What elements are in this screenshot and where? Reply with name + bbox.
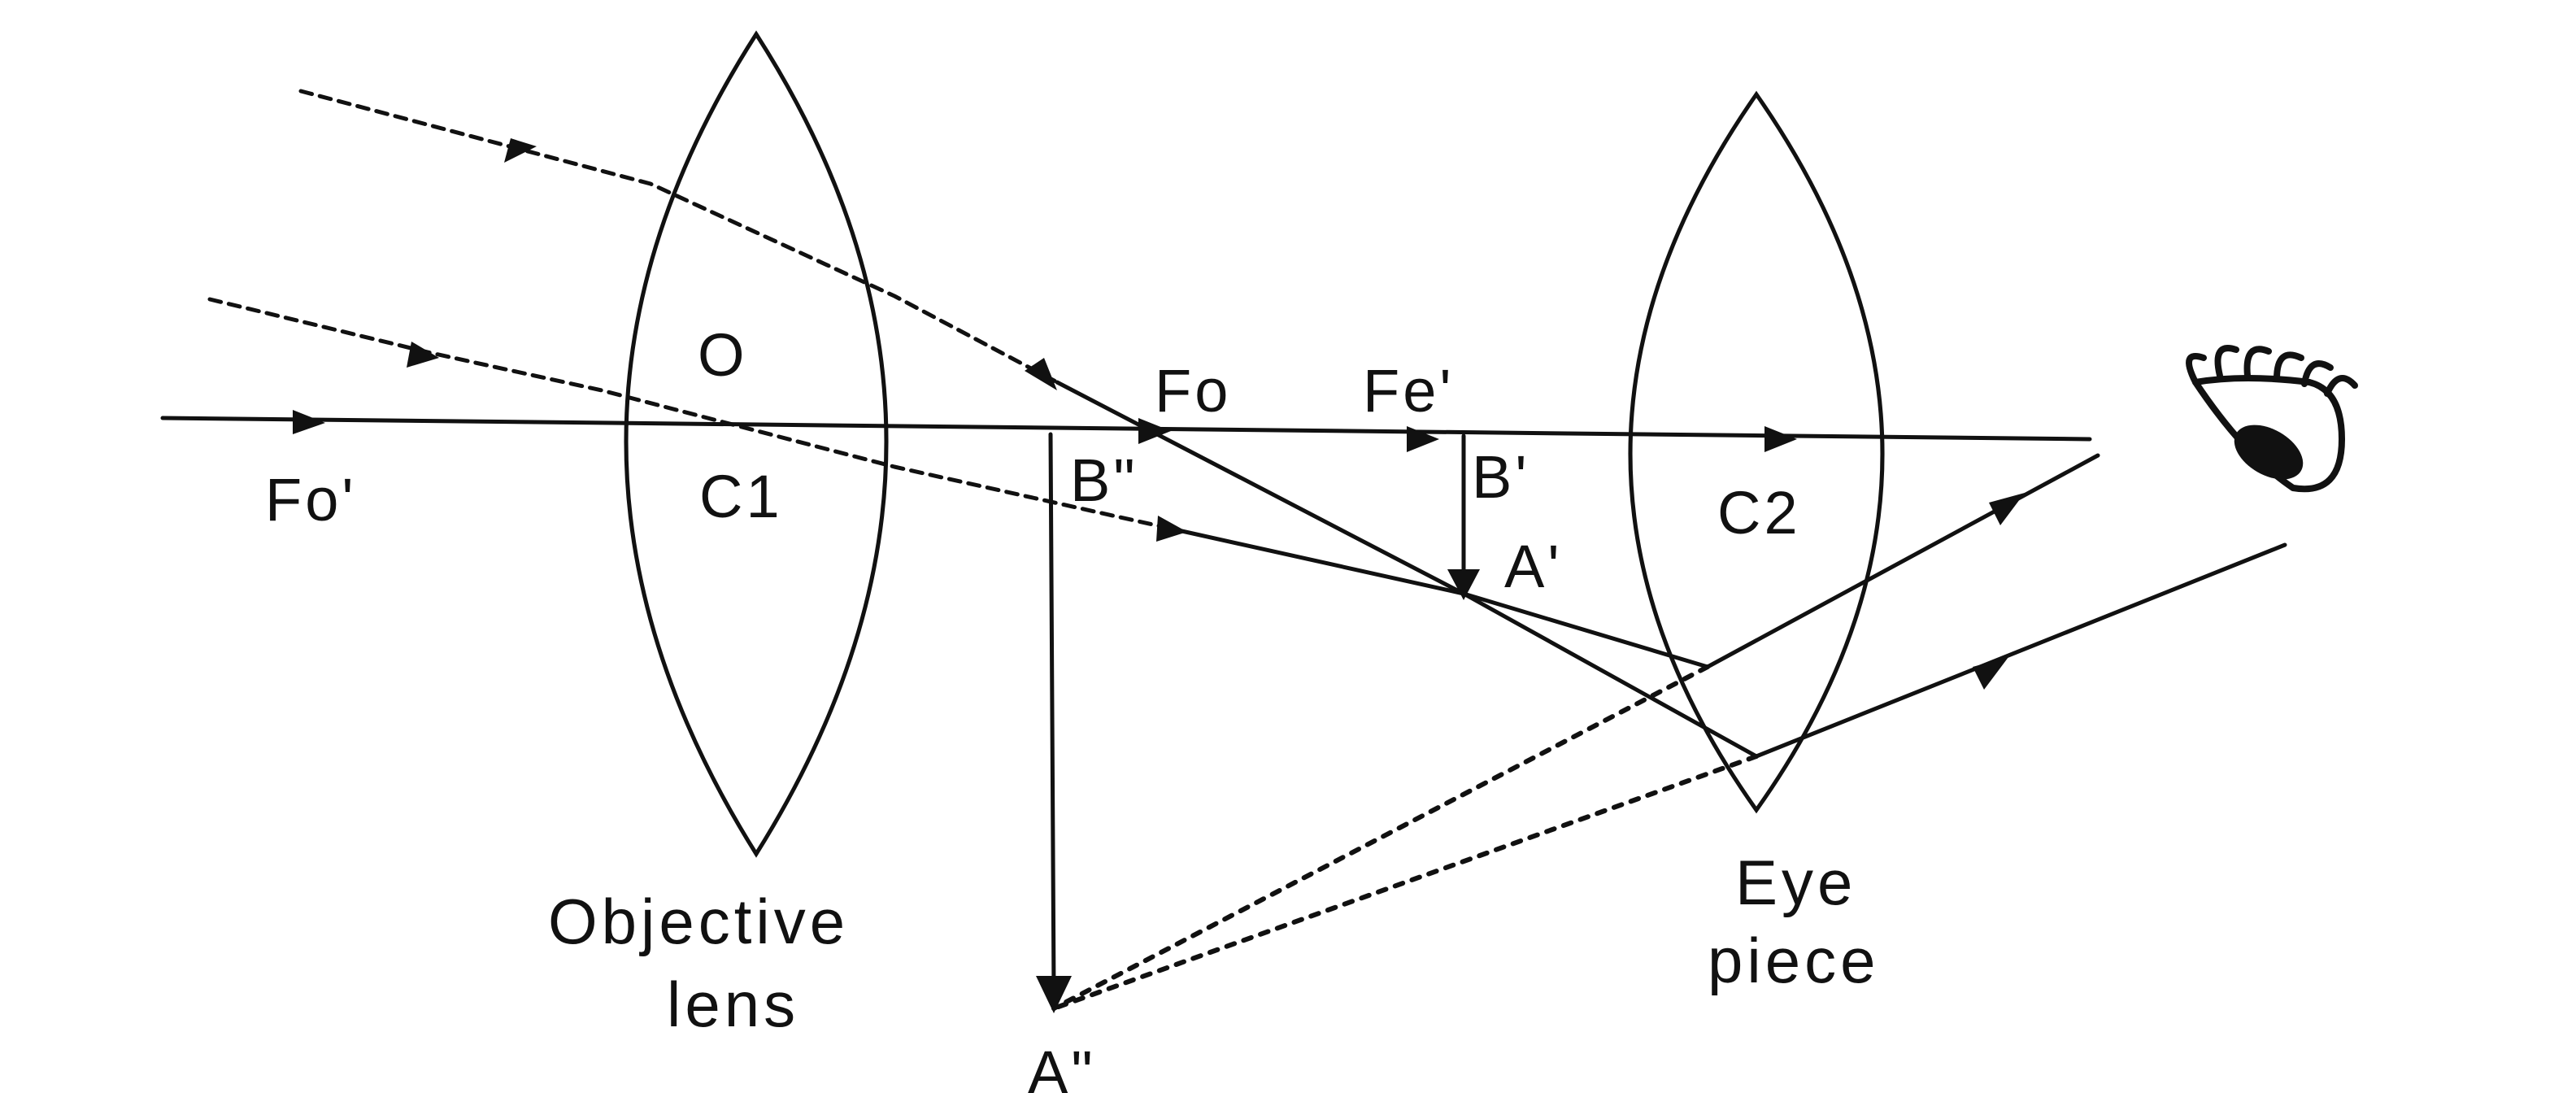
ray-arrow-4	[1025, 358, 1057, 390]
incident-ray-middle	[207, 297, 1173, 531]
virtual-ray-upper	[1051, 664, 1710, 1011]
ray-arrow-8	[1764, 426, 1797, 452]
label-fo: Fo	[1155, 357, 1231, 425]
eyepiece-lens	[1628, 90, 1885, 814]
eyepiece-caption-line2: piece	[1708, 925, 1879, 996]
emergent-ray-lower	[1754, 542, 2287, 759]
ray-arrow-3	[293, 410, 325, 434]
ray-arrow-10	[1973, 657, 2008, 690]
label-a-prime: A'	[1504, 533, 1563, 600]
label-c1: C1	[699, 463, 783, 530]
label-o: O	[698, 321, 748, 389]
ray-arrow-2	[407, 342, 439, 368]
ray-arrow-1	[504, 138, 537, 163]
emergent-ray-upper	[1705, 453, 2100, 669]
objective-lens-caption-line2: lens	[667, 969, 799, 1040]
label-fo-prime: Fo'	[265, 466, 357, 533]
principal-axis	[160, 416, 2092, 442]
objective-lens	[624, 30, 889, 858]
label-a-double-prime: A"	[1028, 1039, 1096, 1093]
ray-arrow-9	[1989, 493, 2025, 525]
eyepiece-caption-line1: Eye	[1735, 847, 1856, 918]
eye-icon	[2186, 345, 2358, 493]
objective-lens-caption-line1: Objective	[548, 886, 849, 957]
label-b-double-prime: B"	[1070, 446, 1138, 514]
final-image-arrowhead	[1036, 976, 1072, 1013]
ray-arrow-6	[1138, 418, 1171, 444]
intermediate-image-arrowhead	[1447, 569, 1480, 600]
label-b-prime: B'	[1472, 443, 1530, 511]
label-c2: C2	[1717, 479, 1801, 546]
ray-arrow-5	[1156, 516, 1187, 542]
ray-middle-refracted	[1168, 526, 1710, 669]
virtual-ray-lower	[1051, 754, 1759, 1011]
incident-ray-top	[298, 89, 1060, 385]
label-fe-prime: Fe'	[1363, 357, 1455, 425]
final-image-arrow	[1048, 432, 1056, 995]
ray-arrow-7	[1407, 426, 1439, 452]
